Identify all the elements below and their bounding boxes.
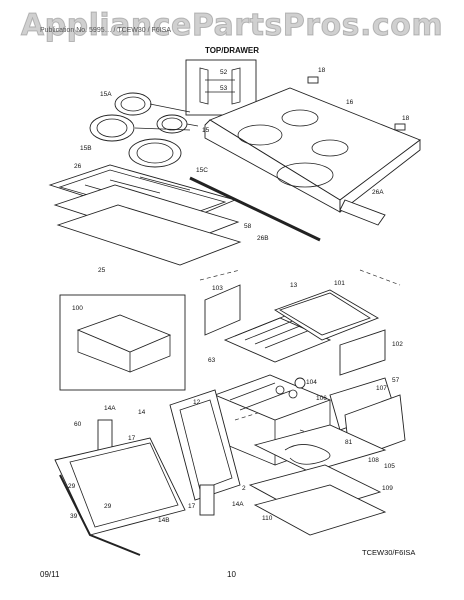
callout-label: 25 xyxy=(98,267,106,274)
callout-label: 52 xyxy=(220,69,228,76)
callout-label: 57 xyxy=(392,377,400,384)
part-glass-cooktop xyxy=(204,87,421,213)
callout-label: 18 xyxy=(318,67,326,74)
part-side-panel xyxy=(204,284,241,336)
part-bake-element xyxy=(253,424,387,473)
callout-label: 29 xyxy=(68,483,76,490)
callout-label: 53 xyxy=(220,85,228,92)
callout-label: 2 xyxy=(242,485,246,492)
part-clip xyxy=(307,76,319,84)
part-drawer-cover xyxy=(59,294,186,391)
callout-label: 14A xyxy=(232,501,244,508)
callout-label: 15B xyxy=(80,145,92,152)
callout-label: 14B xyxy=(158,517,170,524)
callout-label: 81 xyxy=(345,439,353,446)
callout-label: 18 xyxy=(402,115,410,122)
part-insulation-pan xyxy=(56,204,242,266)
publication-header: Publication No. 5995… / TCEW30 / F6ISA xyxy=(40,27,171,34)
callout-label: 105 xyxy=(384,463,395,470)
callout-label: 26 xyxy=(74,163,82,170)
callout-label: 16 xyxy=(346,99,354,106)
callout-label: 104 xyxy=(306,379,317,386)
callout-label: 15C xyxy=(196,167,208,174)
part-door-panel xyxy=(54,437,186,556)
callout-label: 15 xyxy=(202,127,210,134)
callout-label: 101 xyxy=(334,280,345,287)
callout-label: 29 xyxy=(104,503,112,510)
callout-label: 14A xyxy=(104,405,116,412)
callout-label: 108 xyxy=(368,457,379,464)
callout-label: 63 xyxy=(208,357,216,364)
footer-page: 10 xyxy=(227,570,236,579)
callout-label: 100 xyxy=(72,305,83,312)
callout-label: 102 xyxy=(392,341,403,348)
callout-label: 110 xyxy=(262,515,273,522)
part-back-wall xyxy=(339,329,386,376)
callout-label: 17 xyxy=(188,503,196,510)
part-trim-side xyxy=(339,199,386,226)
part-top-panel xyxy=(273,289,380,341)
callout-label: 58 xyxy=(244,223,252,230)
section-title: TOP/DRAWER xyxy=(204,46,260,55)
callout-label: 107 xyxy=(376,385,387,392)
callout-label: 26B xyxy=(257,235,269,242)
watermark-text: AppliancePartsPros.com xyxy=(20,8,444,44)
callout-label: 17 xyxy=(128,435,136,442)
callout-label: 106 xyxy=(316,395,327,402)
callout-label: 13 xyxy=(290,282,298,289)
callout-label: 60 xyxy=(74,421,82,428)
part-base xyxy=(253,484,387,536)
callout-label: 15A xyxy=(100,91,112,98)
callout-label: 109 xyxy=(382,485,393,492)
part-oven-rack xyxy=(223,313,332,363)
part-surface-elements xyxy=(89,92,199,168)
part-drawer-front xyxy=(169,389,241,501)
callout-label: 12 xyxy=(193,399,201,406)
part-trim-rear xyxy=(189,176,321,242)
callout-label: 39 xyxy=(70,513,78,520)
part-knob xyxy=(294,377,306,389)
model-code: TCEW30/F6ISA xyxy=(362,548,415,557)
part-clip xyxy=(394,123,406,131)
callout-label: 26A xyxy=(372,189,384,196)
part-gasket xyxy=(199,484,215,516)
callout-label: 103 xyxy=(212,285,223,292)
footer-date: 09/11 xyxy=(40,570,60,579)
callout-label: 14 xyxy=(138,409,146,416)
